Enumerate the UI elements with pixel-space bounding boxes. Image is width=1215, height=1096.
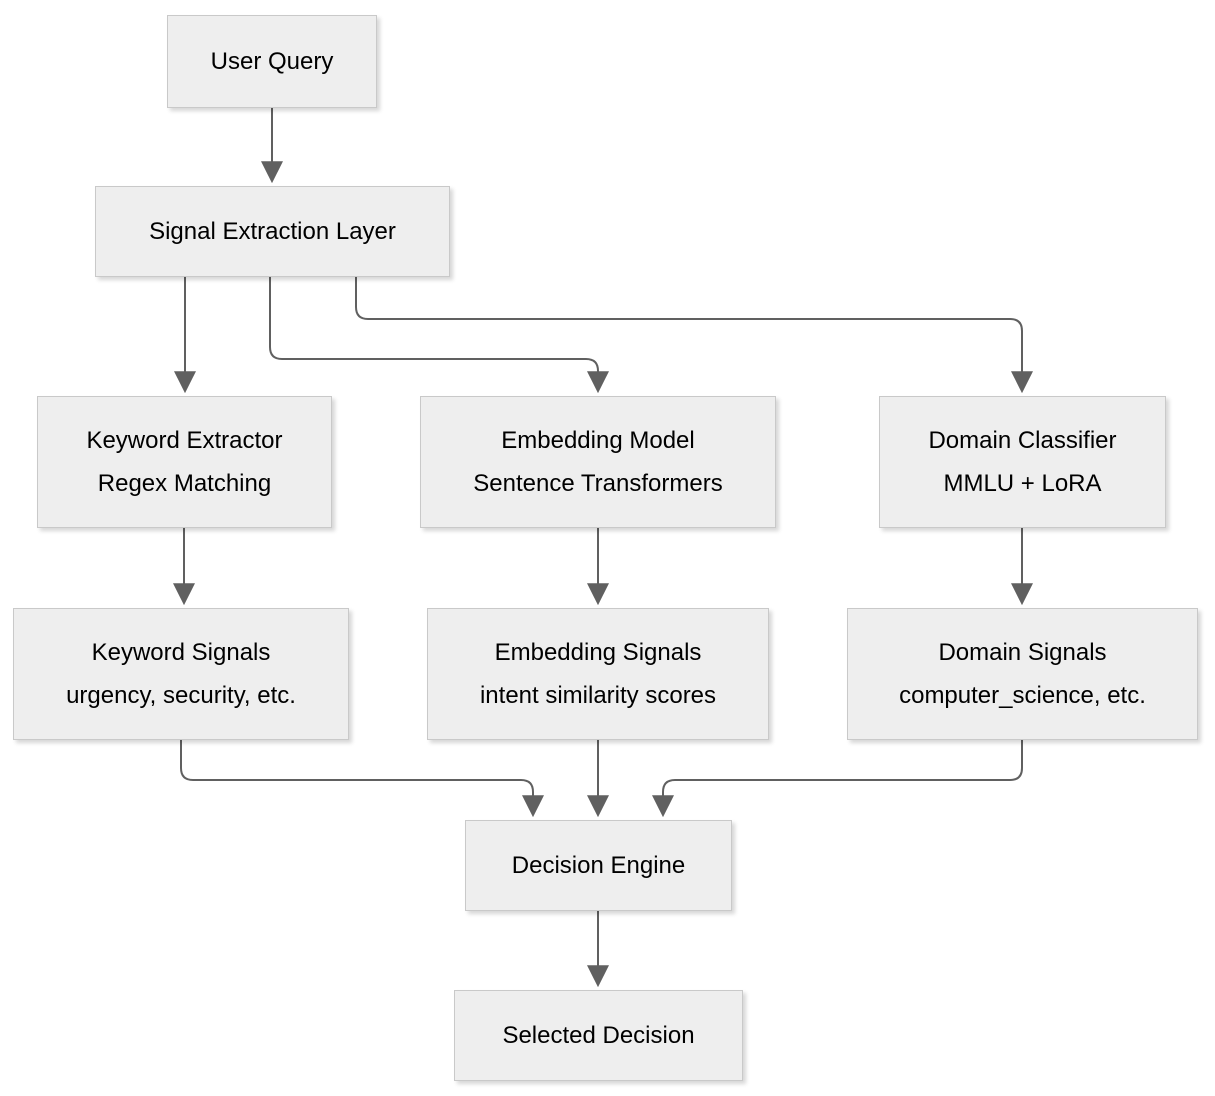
node-label: Signal Extraction Layer	[149, 218, 396, 245]
node-label: Embedding Signals	[494, 639, 702, 666]
node-sublabel: computer_science, etc.	[899, 682, 1146, 709]
node-embedding-signals: Embedding Signals intent similarity scor…	[427, 608, 769, 740]
node-label: Keyword Signals	[91, 639, 271, 666]
node-label: User Query	[210, 48, 334, 75]
node-selected-decision: Selected Decision	[454, 990, 743, 1081]
node-signal-extraction-layer: Signal Extraction Layer	[95, 186, 450, 277]
node-decision-engine: Decision Engine	[465, 820, 732, 911]
node-label: Domain Signals	[938, 639, 1107, 666]
node-sublabel: urgency, security, etc.	[66, 682, 296, 709]
node-domain-classifier: Domain Classifier MMLU + LoRA	[879, 396, 1166, 528]
edge-signal-extraction-to-embedding-model	[269, 277, 609, 394]
node-label: Selected Decision	[502, 1022, 695, 1049]
edge-domain-signals-to-decision-engine	[652, 740, 1023, 818]
node-label: Keyword Extractor	[86, 427, 283, 454]
node-user-query: User Query	[167, 15, 377, 108]
edge-keyword-signals-to-decision-engine	[180, 740, 544, 818]
node-keyword-extractor: Keyword Extractor Regex Matching	[37, 396, 332, 528]
node-sublabel: Regex Matching	[97, 470, 272, 497]
node-sublabel: MMLU + LoRA	[943, 470, 1102, 497]
node-sublabel: intent similarity scores	[479, 682, 717, 709]
edge-signal-extraction-to-domain-classifier	[355, 277, 1033, 394]
node-label: Decision Engine	[511, 852, 686, 879]
node-label: Domain Classifier	[928, 427, 1117, 454]
node-sublabel: Sentence Transformers	[473, 470, 723, 497]
node-domain-signals: Domain Signals computer_science, etc.	[847, 608, 1198, 740]
node-embedding-model: Embedding Model Sentence Transformers	[420, 396, 776, 528]
node-keyword-signals: Keyword Signals urgency, security, etc.	[13, 608, 349, 740]
node-label: Embedding Model	[501, 427, 695, 454]
